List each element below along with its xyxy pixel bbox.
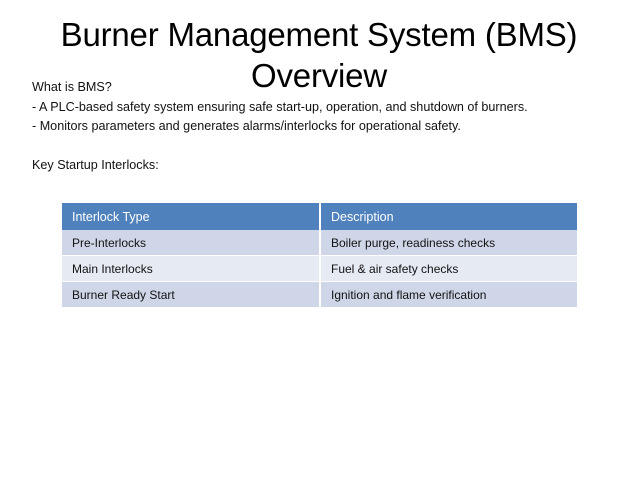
- page-title: Burner Management System (BMS) Overview: [60, 16, 578, 94]
- table-header-row: Interlock Type Description: [62, 203, 577, 230]
- body-question: What is BMS?: [32, 80, 112, 94]
- body-text-block: What is BMS? - A PLC-based safety system…: [32, 78, 622, 175]
- table-header: Interlock Type Description: [62, 203, 577, 230]
- cell-interlock-type: Pre-Interlocks: [62, 230, 321, 256]
- cell-description: Boiler purge, readiness checks: [321, 230, 577, 256]
- table-body: Pre-Interlocks Boiler purge, readiness c…: [62, 230, 577, 307]
- cell-interlock-type: Main Interlocks: [62, 256, 321, 282]
- body-spacer: [32, 137, 622, 156]
- table-row: Main Interlocks Fuel & air safety checks: [62, 256, 577, 282]
- cell-description: Fuel & air safety checks: [321, 256, 577, 282]
- interlock-table: Interlock Type Description Pre-Interlock…: [62, 203, 577, 307]
- column-header-interlock-type: Interlock Type: [62, 203, 321, 230]
- cell-description: Ignition and flame verification: [321, 282, 577, 307]
- table-row: Pre-Interlocks Boiler purge, readiness c…: [62, 230, 577, 256]
- table-row: Burner Ready Start Ignition and flame ve…: [62, 282, 577, 307]
- body-bullet-1: - A PLC-based safety system ensuring saf…: [32, 99, 528, 114]
- body-bullet-2: - Monitors parameters and generates alar…: [32, 119, 461, 133]
- column-header-description: Description: [321, 203, 577, 230]
- cell-interlock-type: Burner Ready Start: [62, 282, 321, 307]
- body-section-heading: Key Startup Interlocks:: [32, 157, 159, 172]
